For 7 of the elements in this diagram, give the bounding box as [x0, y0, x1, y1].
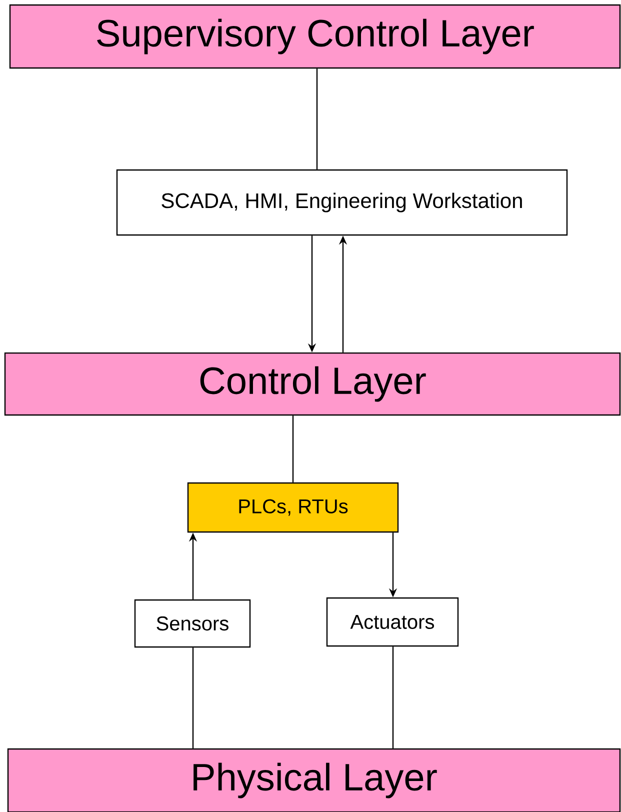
process-box: Actuators — [326, 597, 459, 647]
layer-band: Supervisory Control Layer — [9, 4, 621, 69]
process-box: Sensors — [134, 599, 251, 648]
process-box: PLCs, RTUs — [187, 482, 399, 533]
layer-band: Physical Layer — [7, 748, 621, 812]
process-box: SCADA, HMI, Engineering Workstation — [116, 169, 568, 236]
layer-band: Control Layer — [4, 352, 621, 416]
